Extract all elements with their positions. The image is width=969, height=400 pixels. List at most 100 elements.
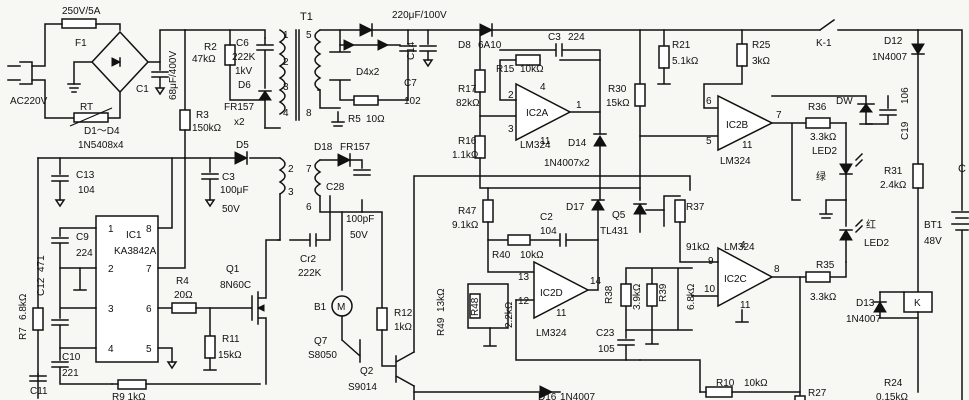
diode-D14-icon <box>593 135 607 147</box>
C28-label: C28 <box>326 182 345 193</box>
resistor-R21 <box>658 45 670 69</box>
R21-value: 5.1kΩ <box>672 56 699 67</box>
diode-top-icon <box>359 23 374 37</box>
R27-label: R27 <box>808 388 827 399</box>
C12-value: 471 <box>36 255 47 272</box>
C6-voltage: 1kV <box>235 66 253 77</box>
R48-R49-network <box>467 283 509 329</box>
Cr2-label: Cr2 <box>300 254 317 265</box>
R24-value: 0.15kΩ <box>876 392 908 400</box>
C19-label: C19 <box>900 121 911 140</box>
edge-C-label: C <box>958 163 966 175</box>
D4x2-label: D4x2 <box>356 67 380 78</box>
Q2-part: S9014 <box>348 382 377 393</box>
BT1-value: 48V <box>924 236 942 247</box>
diode-D6-icon <box>258 90 272 101</box>
R37-value: 91kΩ <box>686 242 710 253</box>
C23-label: C23 <box>596 328 615 339</box>
R9-label: R9 1kΩ <box>112 392 146 400</box>
IC1-label: IC1 <box>126 230 142 241</box>
snubber-section: R2 47kΩ C6 222K 1kV D6 FR157 x2 T1 1 2 3… <box>184 11 313 129</box>
Cr2-value: 222K <box>298 268 322 279</box>
R11-value: 15kΩ <box>218 350 242 361</box>
resistor-R37 <box>674 199 686 223</box>
capacitor-C6 <box>256 37 274 89</box>
bridge-label: D1～D4 <box>84 126 120 137</box>
IC2D-pin12: 12 <box>518 296 530 307</box>
resistor-R48 <box>469 293 481 319</box>
R4-label: R4 <box>176 276 189 287</box>
Q5-label: Q5 <box>612 210 626 221</box>
D18-part: FR157 <box>340 142 370 153</box>
C14-label: C14 <box>406 41 417 60</box>
C28-voltage: 50V <box>350 230 368 241</box>
T1-pin1: 1 <box>283 30 289 41</box>
opamp-IC2D <box>533 260 590 320</box>
transformer-T1-primary <box>278 28 286 116</box>
C23-value: 105 <box>598 344 615 355</box>
C1-label: C1 <box>136 84 149 95</box>
C1-value: 68μF/400V <box>168 51 179 100</box>
opamp-IC2A <box>515 82 572 142</box>
IC2C-pin10: 10 <box>704 284 716 295</box>
R12-label: R12 <box>394 308 413 319</box>
Q5-part: TL431 <box>600 226 629 237</box>
C13-label: C13 <box>76 170 95 181</box>
resistor-R9 <box>117 379 147 390</box>
C12-label: C12 <box>36 277 47 296</box>
R21-label: R21 <box>672 40 691 51</box>
sec-pin5: 5 <box>306 30 312 41</box>
resistor-R38 <box>620 283 632 307</box>
R48-label: R48 <box>470 297 481 316</box>
C3b-value: 224 <box>568 32 585 43</box>
resistor-R39 <box>646 283 658 307</box>
bridge-diode-icon <box>111 57 122 67</box>
IC1-pin2: 2 <box>108 264 114 275</box>
R47-value: 9.1kΩ <box>452 220 479 231</box>
C6-value: 222K <box>232 52 256 63</box>
C9-label: C9 <box>76 232 89 243</box>
R35-label: R35 <box>816 260 835 271</box>
R36-value: 3.3kΩ <box>810 132 837 143</box>
D8-label: D8 <box>458 40 471 51</box>
fan-pin6: 6 <box>306 202 312 213</box>
diode-D13-icon <box>873 301 887 313</box>
resistor-R30 <box>634 83 646 107</box>
IC2C-part: LM324 <box>724 242 755 253</box>
C10-value: 221 <box>62 368 79 379</box>
green-label: 绿 <box>816 170 826 183</box>
R10-label: R10 <box>716 378 735 389</box>
bridge-part: 1N5408x4 <box>78 140 124 151</box>
diode-D12-icon <box>911 43 925 55</box>
R24-label: R24 <box>884 378 903 389</box>
IC2D-label: IC2D <box>540 288 563 299</box>
IC1-pin3: 3 <box>108 304 114 315</box>
R11-label: R11 <box>222 334 240 345</box>
resistor-R40 <box>507 234 531 246</box>
R30-label: R30 <box>608 84 627 95</box>
IC2A-pin2: 2 <box>508 90 514 101</box>
IC1-pin1: 1 <box>108 224 114 235</box>
IC2D-section: R47 9.1kΩ R40 10kΩ C2 104 D17 IC2D 13 12… <box>413 187 641 400</box>
F1-label: F1 <box>75 38 87 49</box>
IC1-pin8: 8 <box>146 224 152 235</box>
D13-part: 1N4007 <box>846 314 881 325</box>
ac-plug-icon <box>7 61 33 85</box>
D14-label: D14 <box>568 138 587 149</box>
IC2D-pin11: 11 <box>556 308 567 319</box>
IC2B-section: R25 3kΩ IC2B 6 5 7 11 LM324 R36 3.3kΩ LE… <box>639 29 911 303</box>
T1-pin3: 3 <box>283 82 289 93</box>
aux-pin2: 2 <box>288 164 294 175</box>
IC2A-label: IC2A <box>526 108 549 119</box>
D13-label: D13 <box>856 298 875 309</box>
resistor-R35 <box>805 271 831 283</box>
IC2C-pin4: 4 <box>740 240 746 251</box>
capacitor-C14 <box>399 29 417 101</box>
C3-value: 100μF <box>220 185 249 196</box>
IC2A-pin1: 1 <box>576 100 582 111</box>
ac-input-label: AC220V <box>10 96 48 107</box>
fuse-F1 <box>61 18 97 29</box>
IC2B-pin5: 5 <box>706 136 712 147</box>
Q7-label: Q7 <box>314 336 328 347</box>
D6-part: FR157 <box>224 102 254 113</box>
